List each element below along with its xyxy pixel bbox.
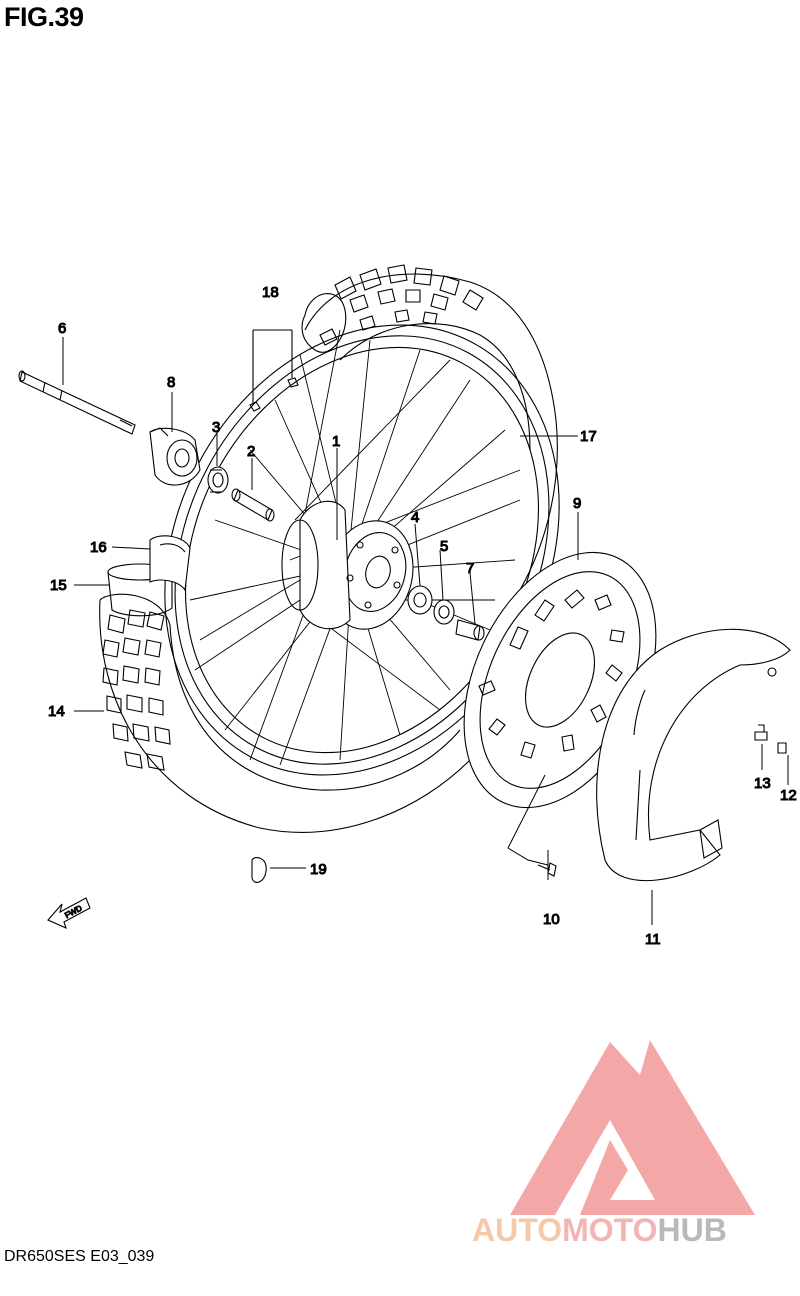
callout-19: 19 xyxy=(310,861,327,878)
callout-labels: 1 2 3 4 5 6 7 8 9 10 11 12 13 14 15 16 1… xyxy=(47,283,797,948)
spacer xyxy=(231,488,275,522)
tire-bottom-section xyxy=(99,593,471,833)
callout-10: 10 xyxy=(543,911,560,928)
callout-12: 12 xyxy=(780,787,797,804)
automotohub-wordmark: AUTOMOTOHUB xyxy=(472,1212,727,1249)
hub xyxy=(281,500,414,630)
callout-13: 13 xyxy=(754,775,771,792)
spokes xyxy=(189,329,521,766)
callout-1: 1 xyxy=(332,433,340,450)
callout-6: 6 xyxy=(58,320,66,337)
wordmark-moto: MOTO xyxy=(562,1212,658,1248)
callout-16: 16 xyxy=(90,539,107,556)
bearing xyxy=(407,585,485,641)
callout-4: 4 xyxy=(411,509,419,526)
figure-code: DR650SES E03_039 xyxy=(4,1248,155,1265)
callout-5: 5 xyxy=(440,538,448,555)
callout-8: 8 xyxy=(167,374,175,391)
figure-title: FIG.39 xyxy=(4,2,84,32)
rim-band xyxy=(149,535,191,592)
callout-3: 3 xyxy=(212,419,220,436)
wordmark-auto: AUTO xyxy=(472,1212,563,1248)
callout-9: 9 xyxy=(573,495,581,512)
oil-seal xyxy=(207,466,229,494)
callout-18: 18 xyxy=(262,284,279,301)
callout-7: 7 xyxy=(466,560,474,577)
speedometer-gearbox xyxy=(149,427,201,486)
callout-15: 15 xyxy=(50,577,67,594)
valve-cap xyxy=(251,857,267,883)
tire-top-section xyxy=(301,264,558,591)
axle xyxy=(18,370,136,435)
callout-14: 14 xyxy=(48,703,65,720)
spoke-nipples xyxy=(249,329,299,412)
automotohub-logo xyxy=(510,1040,755,1215)
callout-2: 2 xyxy=(247,443,255,460)
disc-cover xyxy=(596,628,791,882)
wordmark-hub: HUB xyxy=(657,1212,727,1248)
callout-11: 11 xyxy=(645,931,661,948)
callout-17: 17 xyxy=(580,428,597,445)
fwd-arrow-icon: FWD xyxy=(47,897,91,930)
leader-lines xyxy=(62,337,789,925)
